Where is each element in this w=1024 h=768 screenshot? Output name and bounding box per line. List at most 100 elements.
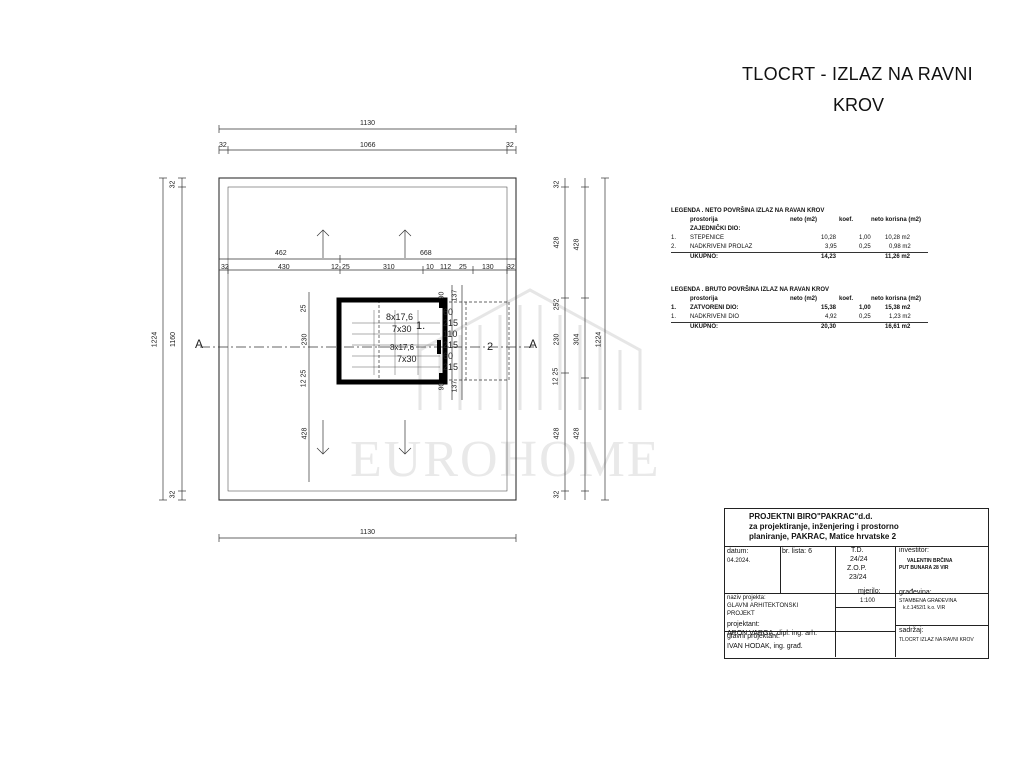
mjerilo-label: mjerilo: [858, 588, 881, 595]
row-neto: 10,28 [821, 235, 837, 241]
dim-left-bottom-wall: 32 [169, 490, 177, 499]
dim-right2-304: 304 [573, 333, 581, 346]
dim-row2-6: 112 [440, 264, 452, 271]
dim-row2-8: 130 [482, 264, 494, 271]
investitor-label: investitor: [899, 547, 929, 554]
col-prostorija: prostorija [690, 217, 718, 223]
dim-top-left-wall: 32 [219, 142, 227, 149]
dim-inner-25: 25 [300, 304, 308, 313]
mjerilo-value: 1:100 [860, 598, 876, 604]
total-label: UKUPNO: [690, 324, 718, 330]
dim-row2-7: 25 [459, 264, 467, 271]
datum-label: datum: [727, 548, 749, 555]
total-label: UKUPNO: [690, 254, 718, 260]
row-neto: 15,38 [821, 305, 837, 311]
dim-right-1225: 12 25 [552, 367, 560, 386]
dim-stair-90-top: 90 [438, 291, 446, 300]
col-koef: koef. [839, 296, 854, 302]
row-name: STEPENICE [690, 235, 725, 241]
stair-label-2: 7x30 [392, 324, 412, 334]
room-number-2: 2 [487, 341, 494, 353]
gradevina-line1: STAMBENA GRAĐEVINA [899, 598, 957, 604]
naziv-line2: PROJEKT [727, 611, 755, 617]
glavni-label: glavni projektant: [727, 633, 780, 640]
dim-stair-137-bottom: 137 [451, 380, 459, 393]
row-neto: 4,92 [825, 314, 837, 320]
total-neto: 20,30 [821, 324, 837, 330]
title-block: PROJEKTNI BIRO"PAKRAC"d.d. za projektira… [724, 508, 989, 659]
zop-label: Z.O.P. [847, 565, 867, 572]
dim-right-32-bottom: 32 [553, 490, 561, 499]
dim-row2-2: 12 [331, 264, 339, 271]
gradevina-line2: k.č.1452/1 k.o. VIR [903, 605, 946, 611]
col-prostorija: prostorija [690, 296, 718, 302]
row-name: NADKRIVENI PROLAZ [690, 244, 753, 250]
gradevina-label: građevina: [899, 589, 932, 596]
legend-group: ZAJEDNIČKI DIO: [690, 226, 741, 232]
dim-right-252: 252 [553, 298, 561, 311]
naziv-line1: GLAVNI ARHITEKTONSKI [727, 603, 799, 609]
dim-stair-137-top: 137 [451, 289, 459, 302]
row-koef: 0,25 [859, 244, 871, 250]
sadrzaj-value: TLOCRT IZLAZ NA RAVNI KROV [899, 637, 974, 643]
dim-stair-110: 110 [443, 329, 458, 339]
row-koef: 0,25 [859, 314, 871, 320]
watermark-text: EUROHOME [350, 431, 661, 488]
room-number-1: 1. [416, 320, 426, 332]
row-korisna: 1,23 m2 [889, 314, 911, 320]
dim-left-top-wall: 32 [169, 180, 177, 189]
dim-inner-1225: 12 25 [300, 369, 308, 388]
dim-row2-1: 430 [278, 264, 290, 271]
investitor-name: VALENTIN BRČINA [907, 558, 953, 564]
dim-stair-215-c: 215 [443, 362, 459, 372]
td-value: 24/24 [850, 556, 868, 563]
total-korisna: 11,26 m2 [885, 254, 911, 260]
dim-bottom-total: 1130 [360, 529, 376, 536]
naziv-label: naziv projekta: [727, 595, 766, 601]
dim-right-428-bottom: 428 [553, 427, 561, 440]
watermark-logo: EUROHOME [350, 280, 680, 490]
total-neto: 14,23 [821, 254, 837, 260]
col-neto: neto (m2) [790, 217, 817, 223]
sadrzaj-label: sadržaj: [899, 627, 924, 634]
col-korisna: neto korisna (m2) [871, 296, 922, 302]
dim-inner-428: 428 [301, 427, 309, 440]
dim-mid-left: 462 [275, 250, 287, 257]
drawing-title-line2: KROV [833, 95, 885, 115]
row-name: ZATVORENI DIO: [690, 305, 739, 311]
zop-value: 23/24 [849, 574, 867, 581]
row-korisna: 15,38 m2 [885, 305, 911, 311]
dim-right-230: 230 [553, 333, 561, 346]
dim-inner-230: 230 [301, 333, 309, 346]
dim-right-428-top: 428 [553, 236, 561, 249]
br-lista: br. lista: 6 [782, 548, 812, 555]
row-korisna: 10,28 m2 [885, 235, 911, 241]
dim-top-total: 1130 [360, 120, 376, 127]
section-a-right: A [529, 337, 538, 351]
legend-bruto: LEGENDA . BRUTO POVRŠINA IZLAZ NA RAVAN … [671, 286, 928, 332]
dim-stair-60-a: 60 [443, 307, 454, 317]
dim-row2-0: 32 [221, 264, 229, 271]
dim-stair-60-b: 60 [443, 351, 454, 361]
dim-row2-5: 10 [426, 264, 434, 271]
dim-top-right-wall: 32 [506, 142, 514, 149]
row-no: 1. [671, 235, 677, 241]
drawing-title-line1: TLOCRT - IZLAZ NA RAVNI [742, 64, 973, 84]
projektant-value: ARON VARGA, dipl. ing. arh. [727, 630, 818, 637]
row-korisna: 0,98 m2 [889, 244, 911, 250]
col-koef: koef. [839, 217, 854, 223]
col-korisna: neto korisna (m2) [871, 217, 922, 223]
firm-line3: planiranje, PAKRAC, Matice hrvatske 2 [749, 532, 897, 541]
firm-name: PROJEKTNI BIRO"PAKRAC"d.d. [749, 512, 873, 521]
row-no: 1. [671, 314, 677, 320]
projektant-label: projektant: [727, 621, 760, 628]
legend-neto-heading: LEGENDA . NETO POVRŠINA IZLAZ NA RAVAN K… [671, 208, 825, 214]
td-label: T.D. [851, 547, 864, 554]
dim-stair-90-bottom: 90 [438, 382, 446, 391]
row-neto: 3,95 [825, 244, 837, 250]
dim-top-inner: 1066 [360, 142, 376, 149]
dim-row2-4: 310 [383, 264, 395, 271]
dim-left-inner: 1160 [170, 331, 178, 348]
legend-bruto-heading: LEGENDA . BRUTO POVRŠINA IZLAZ NA RAVAN … [671, 287, 830, 293]
